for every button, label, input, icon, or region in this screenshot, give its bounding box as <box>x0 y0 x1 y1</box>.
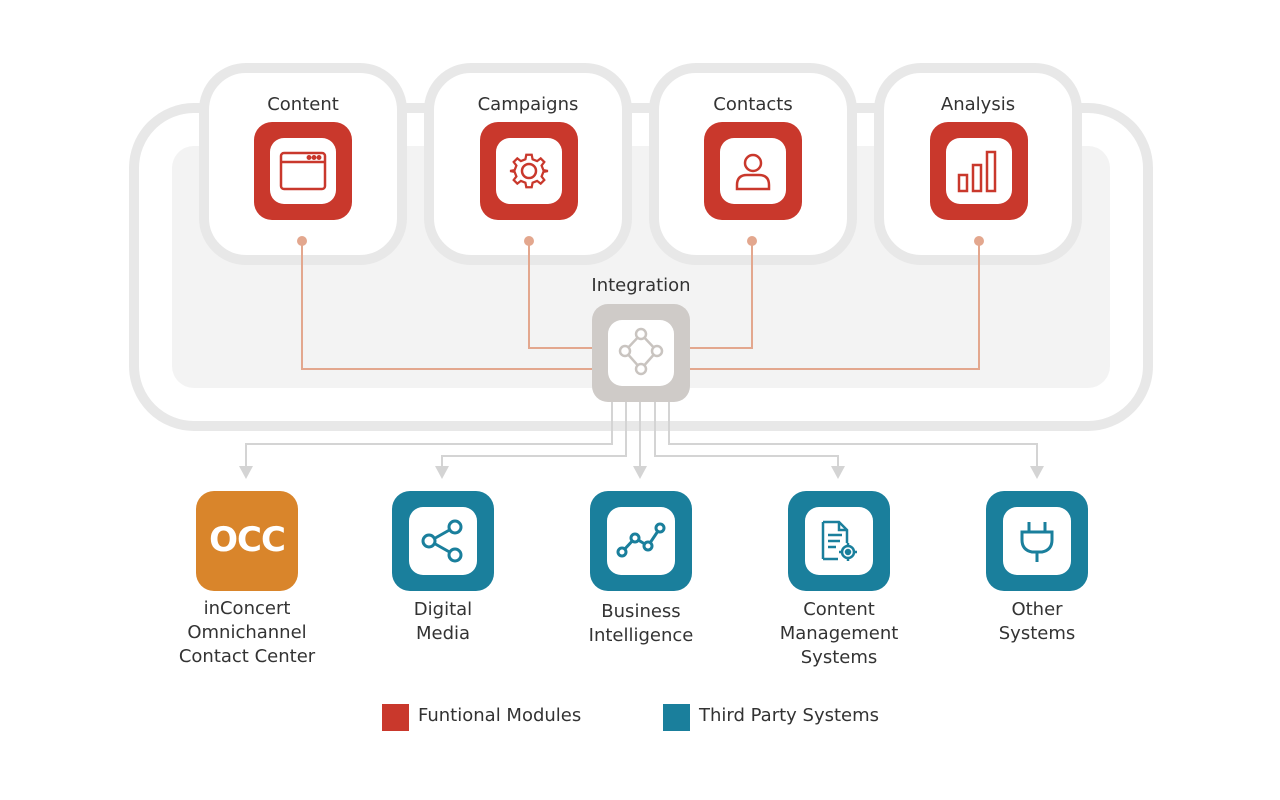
connector-dot <box>747 236 757 246</box>
module-connectors <box>301 241 980 370</box>
system-tile-occ <box>196 491 298 591</box>
system-label-line: Digital <box>413 599 473 620</box>
system-label-line: Systems <box>800 647 878 668</box>
system-label-other: Other Systems <box>999 598 1076 646</box>
connector-campaigns <box>528 241 595 349</box>
bar-chart-icon <box>957 150 997 193</box>
system-label-line: inConcert <box>203 598 291 619</box>
arrow-heads <box>239 466 1044 479</box>
connector-analysis <box>688 241 980 370</box>
system-tile-other <box>986 491 1088 591</box>
legend-swatch-third-party <box>663 704 690 731</box>
arrow-head <box>1030 466 1044 479</box>
integration-network-icon <box>618 327 664 376</box>
connector-dot <box>524 236 534 246</box>
share-icon <box>421 519 463 563</box>
gear-icon <box>509 153 549 189</box>
arrow-line-digital-media <box>441 400 627 468</box>
arrow-line-cms <box>654 400 839 468</box>
system-tile-cms <box>788 491 890 591</box>
arrow-head <box>239 466 253 479</box>
integration-label: Integration <box>591 275 691 296</box>
document-gear-icon <box>821 520 857 561</box>
module-tile-contacts <box>704 122 802 220</box>
connector-dot <box>974 236 984 246</box>
arrow-head <box>633 466 647 479</box>
system-arrows <box>245 400 1038 468</box>
browser-window-icon <box>279 151 327 191</box>
system-label-occ: inConcert Omnichannel Contact Center <box>179 597 315 669</box>
integration-hub <box>592 304 690 402</box>
arrow-head <box>435 466 449 479</box>
system-label-digital-media: Digital Media <box>414 598 472 646</box>
legend-label-functional: Funtional Modules <box>418 705 582 726</box>
occ-badge-text: OCC <box>209 520 286 560</box>
module-tile-campaigns <box>480 122 578 220</box>
user-icon <box>735 153 771 191</box>
module-tile-analysis <box>930 122 1028 220</box>
module-label-analysis: Analysis <box>940 94 1016 115</box>
system-label-line: Contact Center <box>178 646 316 667</box>
module-label-contacts: Contacts <box>713 94 793 115</box>
system-label-line: Omnichannel <box>187 622 307 643</box>
module-label-content: Content <box>267 94 339 115</box>
system-label-line: Intelligence <box>588 625 694 646</box>
arrow-line-other <box>668 400 1038 468</box>
connector-dot <box>297 236 307 246</box>
system-label-line: Media <box>415 623 471 644</box>
system-label-business-intelligence: Business Intelligence <box>589 600 694 648</box>
connector-content <box>301 241 595 370</box>
arrow-head <box>831 466 845 479</box>
system-label-line: Business <box>601 601 681 622</box>
system-label-line: Other <box>1011 599 1063 620</box>
connector-dots <box>297 236 984 246</box>
system-tile-digital-media <box>392 491 494 591</box>
system-label-line: Content <box>803 599 875 620</box>
system-label-line: Management <box>779 623 899 644</box>
legend-label-third-party: Third Party Systems <box>699 705 880 726</box>
system-label-cms: Content Management Systems <box>780 598 899 670</box>
system-label-line: Systems <box>998 623 1076 644</box>
module-label-campaigns: Campaigns <box>477 94 579 115</box>
plug-icon <box>1020 522 1054 562</box>
system-tile-business-intelligence <box>590 491 692 591</box>
module-tile-content <box>254 122 352 220</box>
arrow-line-occ <box>245 400 613 468</box>
legend-swatch-functional <box>382 704 409 731</box>
connector-contacts <box>688 241 753 349</box>
line-trend-icon <box>616 522 666 558</box>
